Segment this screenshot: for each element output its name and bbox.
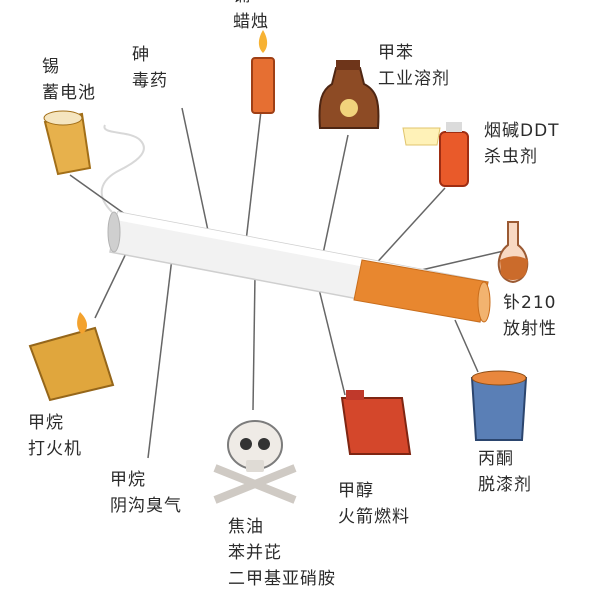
label-methane-sewer: 甲烷 阴沟臭气 [110,467,182,519]
label-tin-source: 蓄电池 [42,83,96,103]
label-cadmium-source: 蜡烛 [233,12,269,32]
cigarette [107,211,491,323]
label-tar-item3: 二甲基亚硝胺 [228,569,336,589]
label-tar-item2: 苯并芘 [228,543,282,563]
insecticide-spray-icon [402,122,469,187]
label-arsenic: 砷 毒药 [132,42,168,94]
label-acetone-element: 丙酮 [478,449,514,469]
label-arsenic-element: 砷 [132,45,150,65]
label-methane-sewer-source: 阴沟臭气 [110,496,182,516]
label-polonium: 钋210 放射性 [503,290,557,342]
label-cadmium: 镉 蜡烛 [233,0,269,35]
label-tin-element: 锡 [42,57,60,77]
label-acetone-source: 脱漆剂 [478,475,532,495]
label-ddt: 烟碱DDT 杀虫剂 [484,118,560,170]
label-methane-lighter-element: 甲烷 [28,413,64,433]
label-tin: 锡 蓄电池 [42,54,96,106]
label-arsenic-source: 毒药 [132,71,168,91]
skull-crossbones-icon [213,420,297,504]
label-methanol: 甲醇 火箭燃料 [338,478,410,530]
label-toluene: 甲苯 工业溶剂 [378,40,450,92]
poison-bottle-icon [318,60,380,129]
label-tar-item1: 焦油 [228,517,264,537]
label-toluene-source: 工业溶剂 [378,69,450,89]
cigarette-filter [353,259,489,323]
label-tar: 焦油 苯并芘 二甲基亚硝胺 [228,514,336,592]
label-polonium-source: 放射性 [503,319,557,339]
label-methane-lighter: 甲烷 打火机 [28,410,82,462]
flask-icon [497,221,529,284]
label-toluene-element: 甲苯 [378,43,414,63]
label-polonium-element: 钋210 [503,293,557,313]
paint-can-icon [470,370,528,441]
label-cadmium-element: 镉 [233,0,269,9]
label-ddt-element: 烟碱DDT [484,121,560,141]
label-ddt-source: 杀虫剂 [484,147,538,167]
label-acetone: 丙酮 脱漆剂 [478,446,532,498]
label-methane-lighter-source: 打火机 [28,439,82,459]
battery-cup-icon [43,110,92,176]
lighter-icon [28,312,115,402]
label-methane-sewer-element: 甲烷 [110,470,146,490]
smoke-wisp [100,124,145,213]
candle-icon [251,30,275,114]
pointer-lines [69,101,509,459]
label-methanol-element: 甲醇 [338,481,374,501]
fuel-can-icon [340,390,412,455]
label-methanol-source: 火箭燃料 [338,507,410,527]
